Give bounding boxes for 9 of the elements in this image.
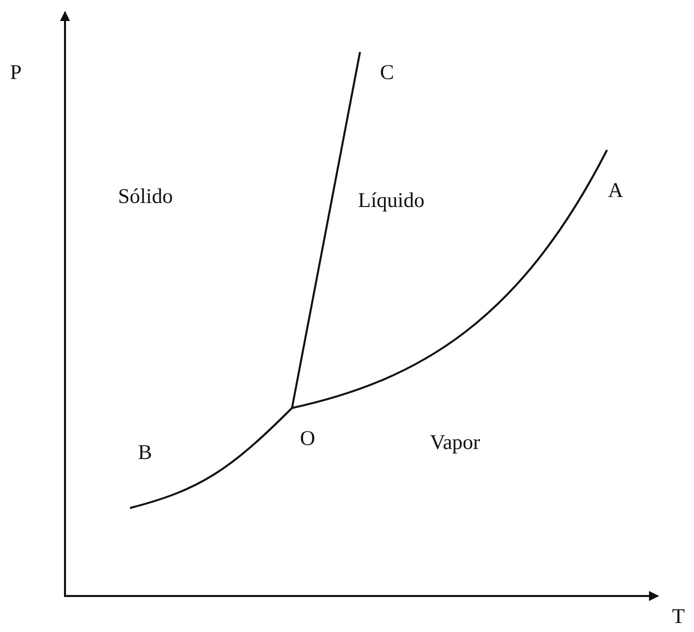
region-label: Vapor xyxy=(430,432,480,453)
point-label: O xyxy=(300,428,316,449)
point-label: A xyxy=(608,180,624,201)
region-label: Líquido xyxy=(358,190,424,211)
point-label: B xyxy=(138,442,152,463)
point-label: C xyxy=(380,62,394,83)
region-label: Sólido xyxy=(118,186,173,207)
axis-label: T xyxy=(672,606,685,627)
axis-label: P xyxy=(10,62,22,83)
